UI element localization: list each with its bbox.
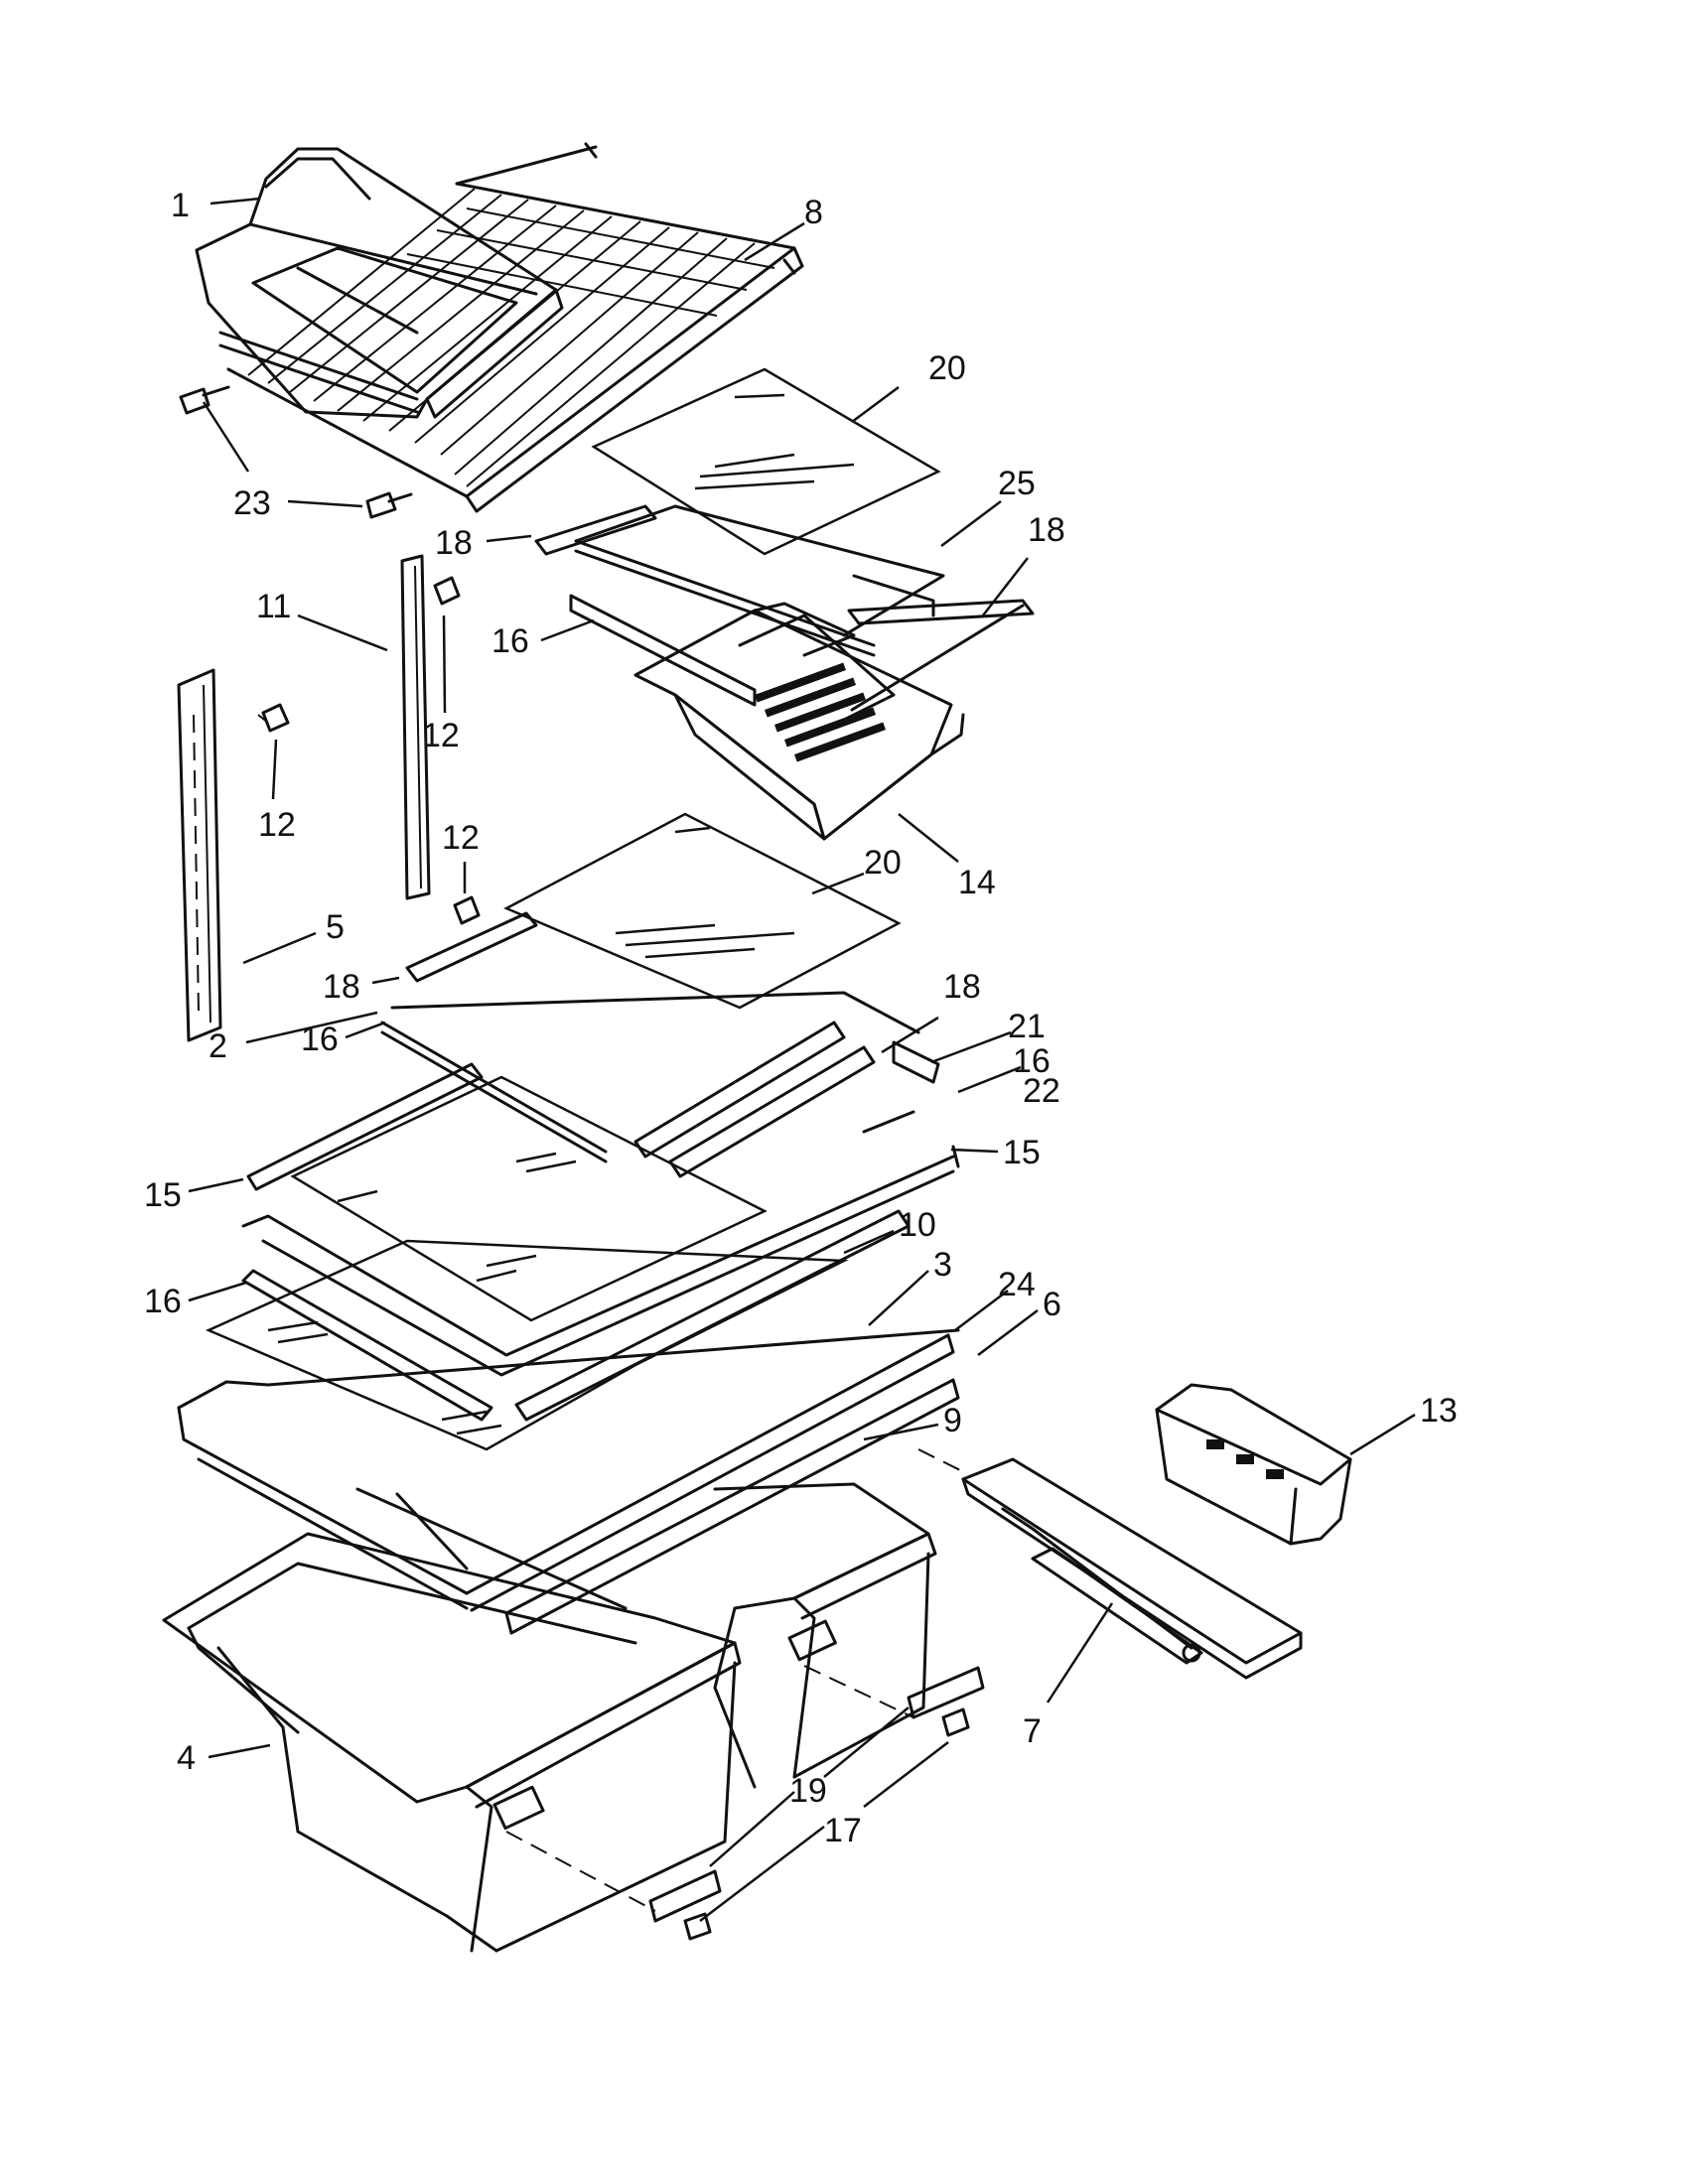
- callout-8: 8: [804, 194, 823, 231]
- callout-3: 3: [933, 1246, 952, 1284]
- part-13-door-bin: [1155, 1383, 1352, 1546]
- callout-9: 9: [943, 1402, 962, 1439]
- callout-18-a: 18: [435, 524, 473, 562]
- callout-20-mid: 20: [864, 844, 902, 882]
- part-1-bin: [195, 147, 564, 419]
- callout-12-a: 12: [422, 717, 460, 754]
- callout-15-b: 15: [1003, 1134, 1041, 1171]
- callout-11: 11: [256, 588, 291, 625]
- callout-16-c: 16: [301, 1021, 339, 1058]
- callout-18-c: 18: [323, 968, 360, 1006]
- part-9-small-drawer: [713, 1482, 937, 1789]
- bottom-shelf-cover: [177, 1209, 960, 1635]
- callout-20-top: 20: [928, 349, 966, 387]
- lower-glass-shelf: [241, 1062, 960, 1422]
- callout-16-a: 16: [491, 622, 529, 660]
- callout-leaders: [188, 197, 1416, 1922]
- part-5-11-rails: [177, 554, 431, 1042]
- callout-12-c: 12: [442, 819, 480, 857]
- upper-glass-shelf: [534, 367, 1035, 657]
- callout-7: 7: [1023, 1712, 1042, 1750]
- part-4-large-drawer: [162, 1532, 742, 1953]
- callout-13: 13: [1420, 1392, 1458, 1430]
- callout-19: 19: [789, 1772, 827, 1810]
- callout-labels: 1 8 20 23 25 18 18 11 16 12 12 12 14 20 …: [144, 187, 1458, 1849]
- callout-15-a: 15: [144, 1176, 182, 1214]
- callout-23: 23: [233, 484, 271, 522]
- part-12-screws: [261, 576, 481, 925]
- callout-16-b: 16: [1013, 1042, 1051, 1080]
- callout-4: 4: [177, 1739, 196, 1777]
- part-8-wire-shelf: [218, 142, 804, 513]
- callout-10: 10: [899, 1206, 936, 1244]
- parts-17-19-clips: [648, 1666, 985, 1941]
- callout-22: 22: [1023, 1072, 1060, 1110]
- part-23-stud-pins: [179, 385, 413, 519]
- part-7-slide: [917, 1448, 1303, 1680]
- callout-25: 25: [998, 465, 1036, 502]
- middle-glass-shelf: [380, 812, 940, 1178]
- callout-12-b: 12: [258, 806, 296, 844]
- callout-16-d: 16: [144, 1283, 182, 1320]
- callout-1: 1: [171, 187, 190, 224]
- callout-24: 24: [998, 1266, 1036, 1303]
- callout-21: 21: [1008, 1008, 1046, 1045]
- callout-2: 2: [209, 1027, 227, 1065]
- callout-17: 17: [824, 1812, 862, 1849]
- callout-18-d: 18: [943, 968, 981, 1006]
- callout-18-b: 18: [1028, 511, 1065, 549]
- callout-5: 5: [326, 908, 345, 946]
- part-14-crisper-pan: [569, 594, 1025, 841]
- callout-14: 14: [958, 864, 996, 901]
- callout-6: 6: [1043, 1286, 1061, 1323]
